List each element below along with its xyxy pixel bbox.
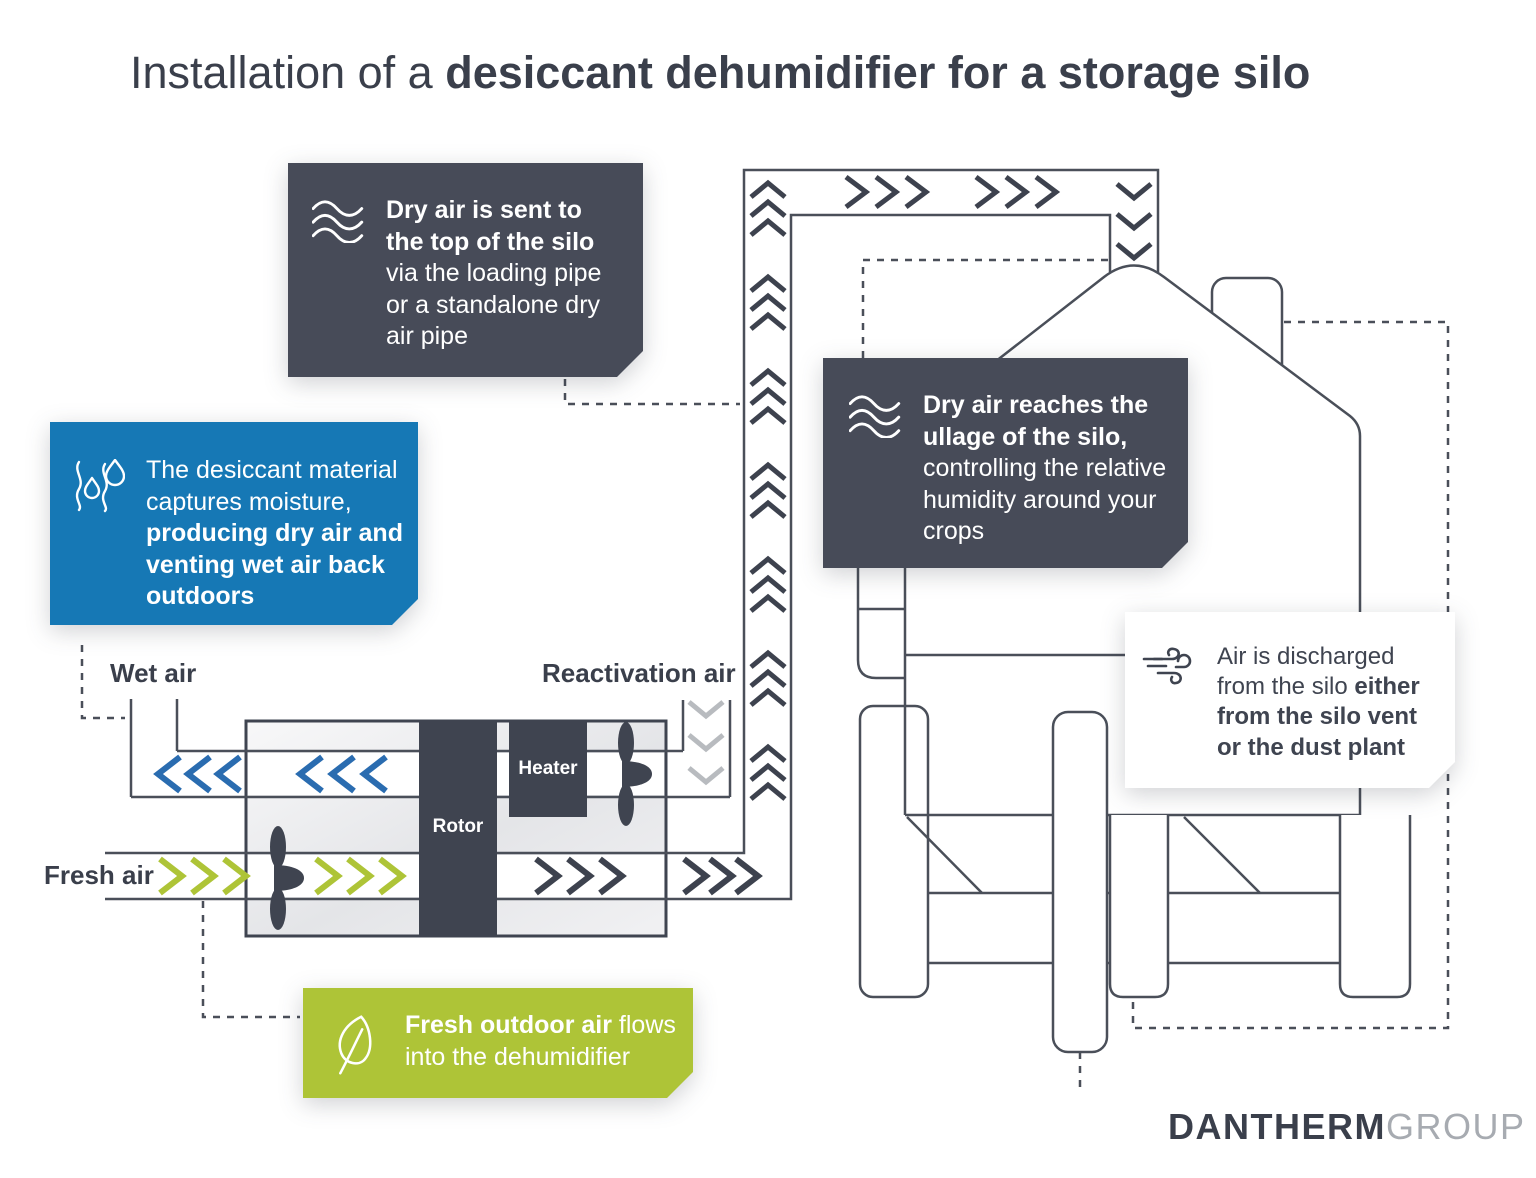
waves-icon bbox=[310, 195, 366, 377]
silo-hopper-diagonal-left bbox=[906, 816, 983, 894]
rotor-label: Rotor bbox=[432, 816, 484, 837]
silo-left-leg bbox=[858, 704, 930, 999]
silo-loading-pipe bbox=[856, 560, 905, 680]
callout-bold-text: Dry air is sent to the top of the silo bbox=[386, 196, 595, 256]
connector-top-callout bbox=[563, 379, 740, 406]
connector-vent-to-dust-plant bbox=[1131, 320, 1450, 1030]
connector-blue-callout bbox=[80, 645, 125, 720]
callout-bold-text: producing dry air and venting wet air ba… bbox=[146, 519, 403, 610]
wet-air-outlet bbox=[129, 699, 179, 797]
callout-regular-text: The desiccant material captures moisture… bbox=[146, 456, 398, 516]
silo-roof bbox=[904, 264, 1362, 815]
dantherm-group-logo: DANTHERMGROUP bbox=[1168, 1106, 1526, 1148]
silo-discharge-pipe bbox=[1051, 710, 1109, 1054]
reactivation-intake-chevrons bbox=[689, 702, 723, 782]
dashed-connectors bbox=[80, 258, 1450, 1092]
page-title: Installation of a desiccant dehumidifier… bbox=[130, 48, 1310, 98]
reactivation-intake bbox=[681, 700, 732, 797]
dry-air-pipe bbox=[105, 168, 1160, 901]
riser-up-chevrons bbox=[751, 183, 785, 799]
callout-text: The desiccant material captures moisture… bbox=[146, 455, 404, 625]
callout-text: Fresh outdoor air flows into the dehumid… bbox=[405, 1010, 681, 1098]
silo-hopper-diagonal-right bbox=[1183, 816, 1261, 894]
callout-regular-text: flows into the dehumidifier bbox=[405, 1011, 676, 1071]
leaf-icon bbox=[329, 1010, 385, 1098]
connector-green-callout bbox=[201, 901, 300, 1019]
logo-primary: DANTHERM bbox=[1168, 1106, 1386, 1147]
waves-icon bbox=[847, 390, 903, 568]
wind-icon bbox=[1141, 642, 1197, 788]
logo-secondary: GROUP bbox=[1385, 1106, 1526, 1147]
heater-block bbox=[509, 721, 587, 817]
silo-middle-leg bbox=[1108, 815, 1170, 999]
moisture-icon bbox=[70, 455, 126, 625]
heater-label: Heater bbox=[518, 758, 578, 779]
fresh-air-label: Fresh air bbox=[44, 860, 154, 890]
callout-ullage: Dry air reaches the ullage of the silo, … bbox=[823, 358, 1188, 568]
callout-discharge: Air is discharged from the silo either f… bbox=[1125, 612, 1455, 788]
rotor-block bbox=[419, 721, 497, 936]
callout-regular-text: controlling the relative humidity around… bbox=[923, 454, 1167, 545]
callout-desiccant: The desiccant material captures moisture… bbox=[50, 422, 418, 625]
callout-text: Dry air reaches the ullage of the silo, … bbox=[923, 390, 1174, 568]
reactivation-air-label: Reactivation air bbox=[542, 658, 736, 688]
callout-fresh-air: Fresh outdoor air flows into the dehumid… bbox=[303, 988, 693, 1098]
top-run-right-chevrons bbox=[846, 177, 1056, 207]
callout-bold-text: Fresh outdoor air bbox=[405, 1011, 612, 1039]
unit-internals bbox=[270, 721, 652, 936]
callout-dry-air-sent: Dry air is sent to the top of the silo v… bbox=[288, 163, 643, 377]
wet-air-label: Wet air bbox=[110, 658, 197, 688]
fresh-air-fan bbox=[270, 826, 304, 930]
callout-regular-text: via the loading pipe or a standalone dry… bbox=[386, 259, 602, 350]
reactivation-fan bbox=[618, 722, 652, 826]
title-light: Installation of a bbox=[130, 47, 446, 98]
silo-entry-down-chevrons bbox=[1117, 184, 1151, 258]
callout-bold-text: Dry air reaches the ullage of the silo, bbox=[923, 391, 1149, 451]
silo-right-leg bbox=[1338, 815, 1412, 999]
connector-ullage-callout bbox=[861, 258, 1108, 358]
callout-text: Air is discharged from the silo either f… bbox=[1217, 642, 1445, 788]
dry-air-pipe-outer bbox=[105, 168, 1160, 855]
callout-regular-text: Air is discharged from the silo bbox=[1217, 643, 1395, 701]
callout-text: Dry air is sent to the top of the silo v… bbox=[386, 195, 625, 377]
title-bold: desiccant dehumidifier for a storage sil… bbox=[445, 47, 1311, 98]
dry-air-pipe-inner bbox=[105, 213, 1112, 901]
callout-bold-text: either from the silo vent or the dust pl… bbox=[1217, 673, 1420, 761]
